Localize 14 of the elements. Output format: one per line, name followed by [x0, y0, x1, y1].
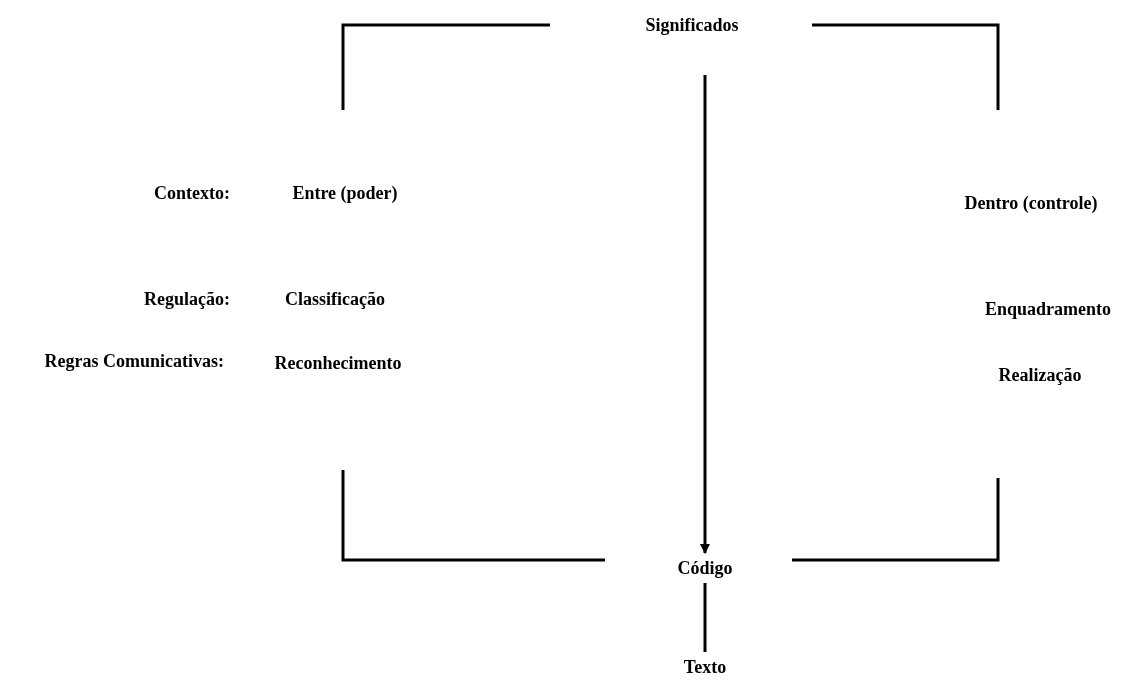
concept-label: Significados	[622, 10, 762, 40]
category-label: Regulação:	[143, 288, 230, 311]
category-label: Realização	[997, 364, 1083, 387]
category-label: Entre (poder)	[291, 182, 399, 205]
category-label: Contexto:	[153, 182, 230, 205]
concept-label: Código	[655, 553, 755, 583]
category-label: Enquadramento	[984, 298, 1112, 321]
category-label: Dentro (controle)	[963, 192, 1099, 215]
concept-label: Texto	[665, 652, 745, 682]
arrow	[700, 75, 710, 554]
category-label: Reconhecimento	[273, 352, 403, 375]
connector-line	[703, 583, 707, 652]
category-label: Regras Comunicativas:	[43, 350, 224, 373]
category-label: Classificação	[284, 288, 386, 311]
